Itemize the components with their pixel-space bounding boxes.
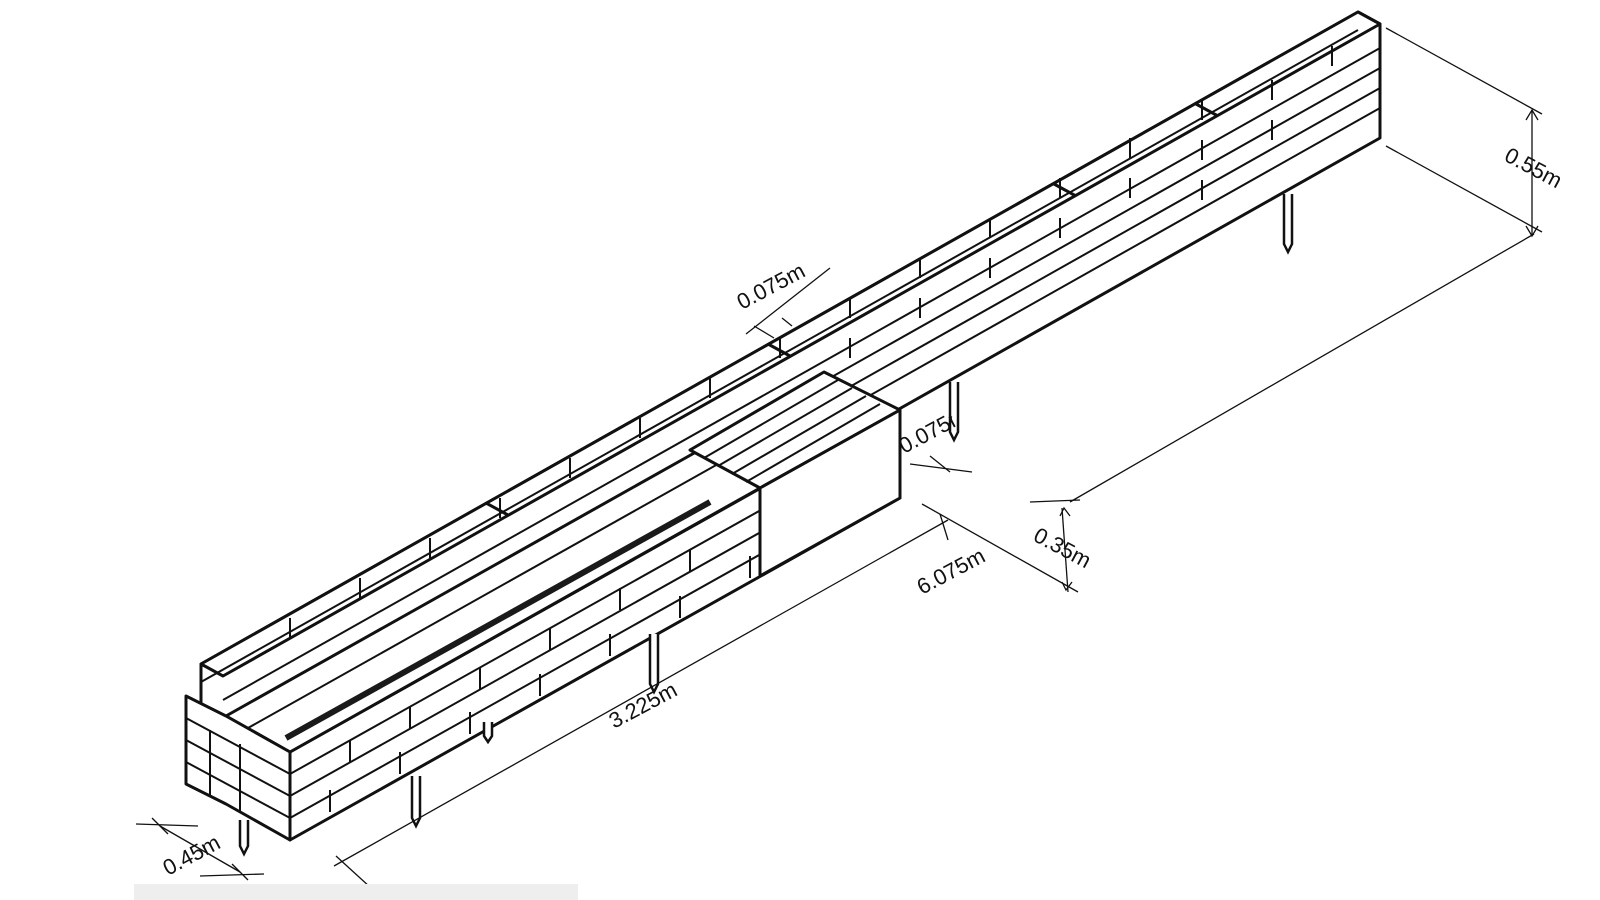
dim-label-front-length: 3.225m [605,677,682,734]
stake [648,634,660,695]
dim-label-height-front: 0.35m [1030,522,1096,573]
back-wall-course [222,47,1381,701]
slat-line [745,403,881,483]
slat-line [731,395,867,475]
stake [948,382,960,443]
back-cap-joint [1053,182,1077,198]
dim-label-total-length: 6.075m [913,543,990,600]
dimension-lines [135,27,1543,899]
front-cap-line [247,463,719,729]
stake [482,722,494,745]
left-end-course [185,717,291,775]
back-wall-top [199,10,1382,678]
back-cap-joint [485,501,509,517]
bottom-overlay-strip [134,884,578,900]
left-end-course [185,739,291,797]
left-end [184,694,292,842]
stake [410,776,422,829]
dim-label-wall-thickness: 0.075m [895,402,972,459]
stake [1282,194,1294,255]
stakes [238,194,1294,857]
dim-label-height-back: 0.55m [1501,142,1567,193]
back-wall-joints [289,46,1333,638]
dim-label-board-thickness: 0.075m [733,258,810,315]
slat-line [703,379,839,459]
raised-block [688,370,902,578]
slat-line [717,387,853,467]
inner-wall-shadow [284,499,712,741]
dim-label-width: 0.45m [159,830,225,881]
back-cap-joint [767,342,791,358]
back-cap-joint [1195,102,1219,118]
left-end-course [185,761,291,819]
stake [238,820,250,857]
raised-block-side [758,408,902,578]
